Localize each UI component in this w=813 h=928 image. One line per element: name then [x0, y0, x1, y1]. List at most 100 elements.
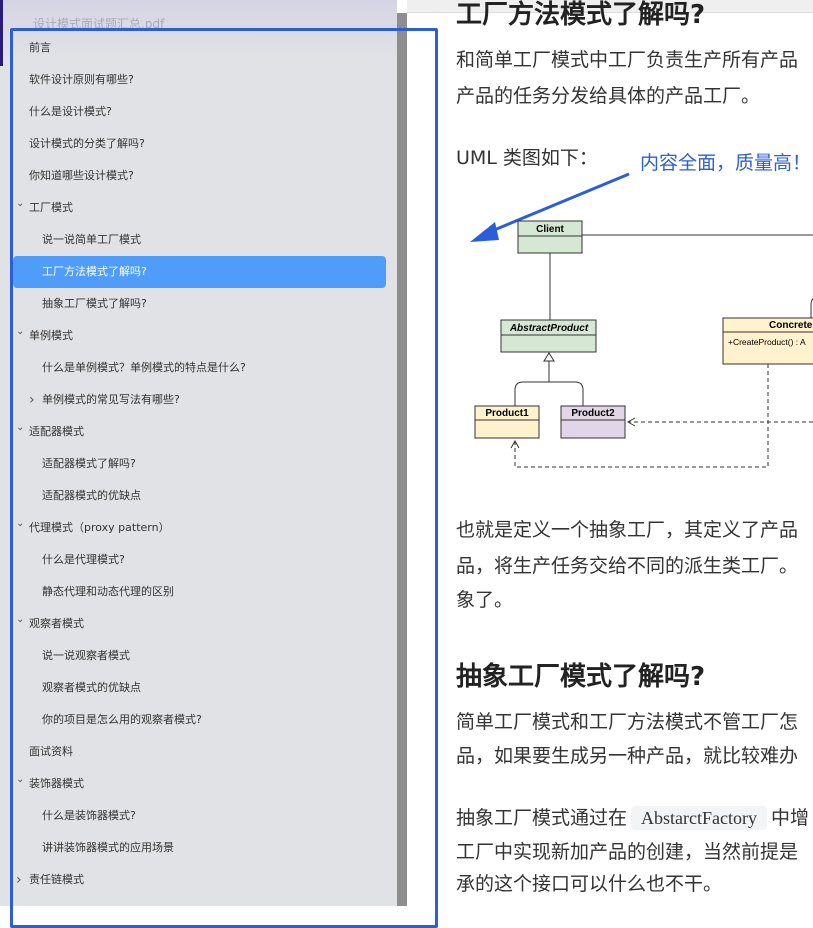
sidebar-item-label: 工厂模式	[29, 201, 73, 214]
window-edge	[0, 0, 3, 66]
annotation-arrowhead	[470, 222, 499, 242]
sidebar-scrollbar[interactable]	[397, 13, 407, 906]
sidebar-item[interactable]: 工厂方法模式了解吗?	[13, 256, 386, 288]
outline-sidebar: 设计模式面试题汇总.pdf 前言软件设计原则有哪些? 什么是设计模式? 设计模式的分…	[0, 0, 397, 906]
section-heading: 工厂方法模式了解吗?	[456, 0, 706, 30]
sidebar-item-label: 说一说简单工厂模式	[42, 233, 141, 246]
client-class: Client	[517, 220, 583, 254]
sidebar-item-label: 代理模式（proxy pattern）	[29, 521, 170, 534]
svg-text:Product2: Product2	[571, 408, 615, 419]
chevron-down-icon[interactable]: ⌄	[16, 518, 25, 529]
paragraph-line: 工厂中实现新加产品的创建，当然前提是	[456, 841, 799, 863]
sidebar-item-label: 你知道哪些设计模式?	[29, 169, 134, 182]
svg-text:Product1: Product1	[485, 408, 529, 419]
sidebar-item[interactable]: 什么是单例模式？单例模式的特点是什么?	[13, 352, 386, 384]
sidebar-item[interactable]: › 单例模式的常见写法有哪些?	[13, 384, 386, 416]
sidebar-item-label: 静态代理和动态代理的区别	[42, 585, 174, 598]
document-title: 设计模式面试题汇总.pdf	[33, 17, 165, 31]
sidebar-item-label: 面试资料	[29, 745, 73, 758]
svg-text:ConcreteI: ConcreteI	[769, 320, 813, 331]
sidebar-item[interactable]: 抽象工厂模式了解吗?	[13, 288, 386, 320]
product2-class: Product2	[560, 405, 626, 439]
sidebar-item[interactable]: 静态代理和动态代理的区别	[13, 576, 386, 608]
sidebar-item-label: 责任链模式	[29, 873, 84, 886]
sidebar-item-label: 什么是代理模式?	[42, 553, 125, 566]
sidebar-item-label: 适配器模式的优缺点	[42, 489, 141, 502]
sidebar-item[interactable]: 讲讲装饰器模式的应用场景	[13, 832, 386, 864]
sidebar-item[interactable]: 观察者模式的优缺点	[13, 672, 386, 704]
sidebar-item[interactable]: ⌄ 适配器模式	[13, 416, 386, 448]
sidebar-item-label: 适配器模式	[29, 425, 84, 438]
sidebar-item[interactable]: ⌄ 代理模式（proxy pattern）	[13, 512, 386, 544]
annotation-callout: 内容全面，质量高！	[640, 152, 812, 174]
sidebar-item-label: 什么是单例模式？单例模式的特点是什么?	[42, 361, 246, 374]
sidebar-item-label: 你的项目是怎么用的观察者模式?	[42, 713, 202, 726]
svg-text:Client: Client	[536, 224, 564, 235]
sidebar-item-label: 观察者模式的优缺点	[42, 681, 141, 694]
section-heading: 抽象工厂模式了解吗?	[456, 662, 706, 692]
chevron-down-icon[interactable]: ⌄	[16, 198, 25, 209]
text: 抽象工厂模式通过在	[456, 807, 628, 829]
content-topbar	[407, 0, 813, 13]
paragraph-line: 品，将生产任务交给不同的派生类工厂。	[456, 555, 799, 577]
paragraph-line: 品，如果要生成另一种产品，就比较难办	[456, 745, 799, 767]
document-content: 工厂方法模式了解吗? 和简单工厂模式中工厂负责生产所有产品 产品的任务分发给具体…	[407, 0, 813, 906]
uml-diagram: Client AbstractProduct Product1 Product2…	[470, 172, 813, 468]
sidebar-item[interactable]: 软件设计原则有哪些?	[13, 64, 386, 96]
sidebar-item[interactable]: 说一说简单工厂模式	[13, 224, 386, 256]
product1-class: Product1	[474, 405, 540, 439]
sidebar-item-label: 什么是设计模式?	[29, 105, 112, 118]
sidebar-item-label: 软件设计原则有哪些?	[29, 73, 134, 86]
sidebar-item-label: 观察者模式	[29, 617, 84, 630]
chevron-down-icon[interactable]: ⌄	[16, 326, 25, 337]
paragraph-line: 和简单工厂模式中工厂负责生产所有产品	[456, 49, 799, 71]
sidebar-item-label: 装饰器模式	[29, 777, 84, 790]
sidebar-item[interactable]: 什么是设计模式?	[13, 96, 386, 128]
paragraph-line: 简单工厂模式和工厂方法模式不管工厂怎	[456, 711, 799, 733]
sidebar-item[interactable]: ⌄ 工厂模式	[13, 192, 386, 224]
sidebar-item-label: 适配器模式了解吗?	[42, 457, 136, 470]
paragraph-line: 产品的任务分发给具体的产品工厂。	[456, 85, 761, 107]
dependency-lines	[514, 364, 813, 468]
chevron-down-icon[interactable]: ⌄	[16, 774, 25, 785]
concrete-factory-class: ConcreteI +CreateProduct() : A	[722, 317, 813, 365]
sidebar-item-label: 前言	[29, 41, 51, 54]
sidebar-item-label: 抽象工厂模式了解吗?	[42, 297, 147, 310]
sidebar-item-label: 说一说观察者模式	[42, 649, 130, 662]
sidebar-item[interactable]: › 责任链模式	[13, 864, 386, 896]
sidebar-item[interactable]: ⌄ 单例模式	[13, 320, 386, 352]
chevron-down-icon[interactable]: ⌄	[16, 422, 25, 433]
sidebar-item[interactable]: 你知道哪些设计模式?	[13, 160, 386, 192]
paragraph-line: 也就是定义一个抽象工厂，其定义了产品	[456, 519, 799, 541]
sidebar-item[interactable]: 面试资料	[13, 736, 386, 768]
dependency-arrowheads	[510, 417, 636, 449]
sidebar-item[interactable]: 适配器模式的优缺点	[13, 480, 386, 512]
chevron-right-icon[interactable]: ›	[29, 392, 35, 408]
text: 中增	[770, 807, 809, 829]
sidebar-item[interactable]: 前言	[13, 32, 386, 64]
sidebar-item[interactable]: 什么是装饰器模式?	[13, 800, 386, 832]
svg-text:+CreateProduct() : A: +CreateProduct() : A	[728, 337, 806, 347]
abstract-product-class: AbstractProduct	[500, 319, 597, 353]
sidebar-item-label: 讲讲装饰器模式的应用场景	[42, 841, 174, 854]
paragraph-line: 象了。	[456, 589, 514, 611]
sidebar-item[interactable]: 你的项目是怎么用的观察者模式?	[13, 704, 386, 736]
concrete-top-link	[810, 297, 813, 318]
sidebar-item[interactable]: 什么是代理模式?	[13, 544, 386, 576]
sidebar-item-label: 工厂方法模式了解吗?	[42, 265, 147, 278]
sidebar-item-label: 什么是装饰器模式?	[42, 809, 136, 822]
sidebar-item[interactable]: 设计模式的分类了解吗?	[13, 128, 386, 160]
sidebar-item[interactable]: 适配器模式了解吗?	[13, 448, 386, 480]
sidebar-item[interactable]: ⌄ 观察者模式	[13, 608, 386, 640]
svg-text:AbstractProduct: AbstractProduct	[509, 323, 589, 334]
chevron-down-icon[interactable]: ⌄	[16, 614, 25, 625]
sidebar-item-label: 单例模式	[29, 329, 73, 342]
inheritance-arrow	[543, 352, 555, 362]
sidebar-item[interactable]: 说一说观察者模式	[13, 640, 386, 672]
chevron-right-icon[interactable]: ›	[16, 872, 22, 888]
paragraph-line: 承的这个接口可以什么也不干。	[456, 873, 723, 895]
inline-code: AbstarctFactory	[631, 806, 767, 830]
sidebar-item-label: 单例模式的常见写法有哪些?	[42, 393, 180, 406]
sidebar-item[interactable]: ⌄ 装饰器模式	[13, 768, 386, 800]
